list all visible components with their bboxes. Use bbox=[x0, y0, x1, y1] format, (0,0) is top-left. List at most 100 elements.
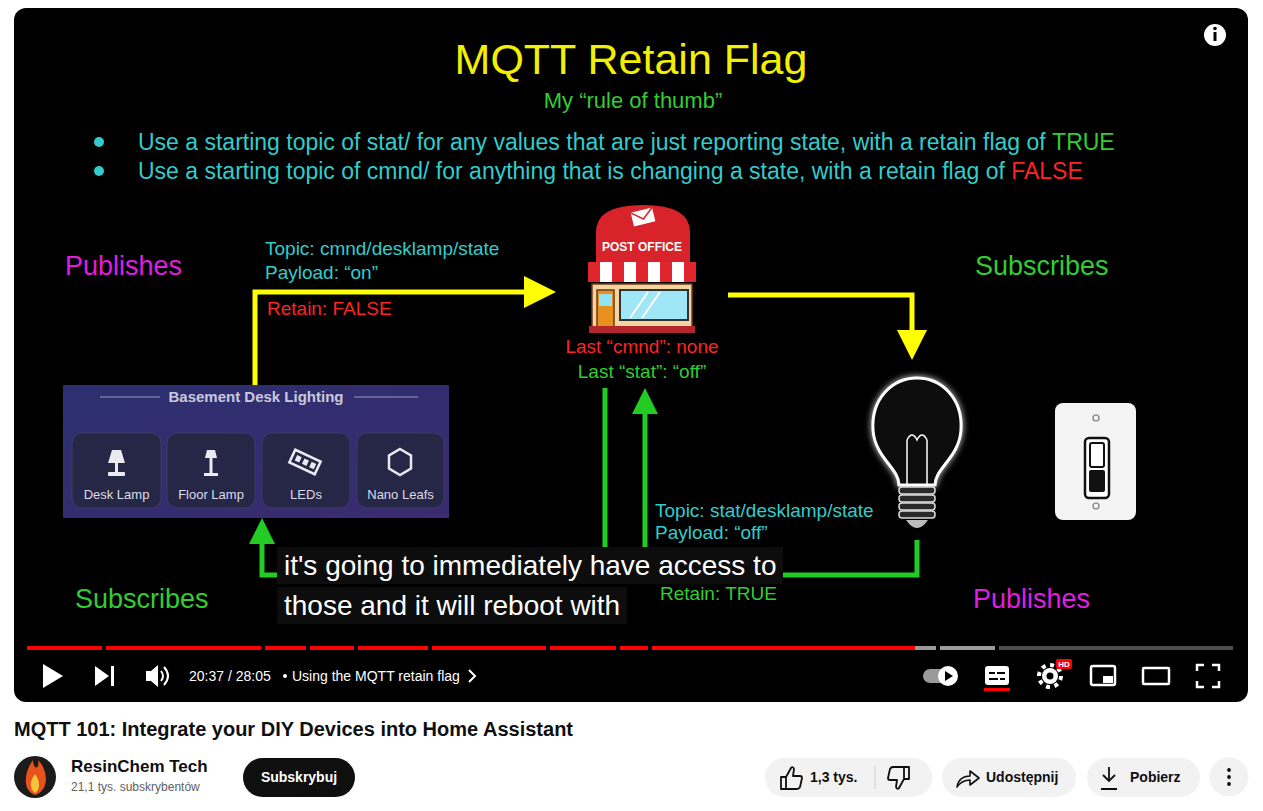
desk-lamp-icon bbox=[108, 472, 125, 476]
more-button bbox=[1210, 758, 1249, 797]
led-strip-icon bbox=[289, 450, 320, 475]
role-label: Publishes bbox=[973, 584, 1090, 615]
download-icon bbox=[1101, 767, 1117, 789]
button-background bbox=[357, 433, 444, 508]
button-label: Floor Lamp bbox=[178, 488, 244, 503]
info-icon-stem bbox=[1214, 32, 1217, 41]
window-reflection bbox=[630, 292, 660, 318]
awning-stripe bbox=[636, 262, 648, 282]
channel-name: ResinChem Tech bbox=[71, 757, 208, 777]
thumb-down-icon bbox=[888, 767, 909, 789]
download-pill bbox=[1087, 758, 1200, 797]
bullet-text: Use a starting topic of stat/ for any va… bbox=[138, 129, 1046, 155]
light-button: LEDs bbox=[262, 433, 350, 508]
dashboard-panel: Basement Desk LightingDesk LampFloor Lam… bbox=[63, 385, 449, 518]
progress-played bbox=[358, 646, 428, 650]
button-label: LEDs bbox=[290, 488, 322, 503]
bulb-thread bbox=[899, 503, 935, 510]
hd-badge-background bbox=[1056, 659, 1072, 669]
progress-remaining bbox=[999, 646, 1233, 650]
subscriber-count: 21,1 tys. subskrybentów bbox=[71, 781, 200, 795]
building-wall bbox=[592, 284, 692, 328]
avatar-flame bbox=[31, 774, 39, 793]
door-glass bbox=[599, 294, 612, 306]
bullet-dot bbox=[94, 137, 104, 147]
role-label: Publishes bbox=[65, 251, 182, 282]
more-dot bbox=[1227, 768, 1231, 772]
envelope-icon bbox=[631, 208, 656, 227]
autoplay-knob bbox=[938, 666, 958, 686]
last-cmnd-label: Last “cmnd”: none bbox=[565, 336, 718, 358]
theater-icon bbox=[1143, 668, 1169, 684]
retain-label: Retain: FALSE bbox=[267, 298, 392, 320]
arrow-head bbox=[249, 518, 275, 544]
awning-stripe bbox=[684, 262, 696, 282]
time-display: 20:37 / 28:05 bbox=[189, 668, 271, 684]
arrow-shaft bbox=[255, 292, 526, 385]
payload-label: Payload: “off” bbox=[655, 522, 768, 544]
info-icon bbox=[1204, 24, 1226, 46]
progress-played bbox=[310, 646, 354, 650]
autoplay-play bbox=[945, 671, 953, 681]
settings-gear bbox=[1042, 668, 1058, 684]
heading-rule bbox=[100, 397, 160, 398]
topic-label: Topic: cmnd/desklamp/state bbox=[265, 238, 499, 260]
settings-gear-hole bbox=[1047, 673, 1054, 680]
switch-toggle bbox=[1085, 438, 1109, 498]
next-icon bbox=[111, 666, 114, 686]
more-dot bbox=[1227, 782, 1231, 786]
panel-background bbox=[63, 385, 449, 518]
subtitles-lines bbox=[989, 673, 1005, 679]
desk-lamp-icon bbox=[115, 463, 118, 473]
topic-label: Topic: stat/desklamp/state bbox=[655, 500, 874, 522]
more-dot bbox=[1227, 775, 1231, 779]
volume-icon bbox=[146, 665, 158, 687]
volume-waves bbox=[161, 667, 168, 685]
message-arrow bbox=[255, 276, 556, 385]
progress-played bbox=[620, 646, 648, 650]
bulb-filament bbox=[907, 435, 927, 485]
floor-lamp-icon bbox=[204, 473, 218, 476]
next-icon bbox=[95, 666, 109, 686]
chapter-title: Using the MQTT retain flag bbox=[292, 668, 460, 684]
floor-lamp-icon bbox=[205, 450, 217, 458]
role-label: Subscribes bbox=[975, 251, 1109, 282]
play-icon bbox=[43, 664, 63, 688]
sign-text: POST OFFICE bbox=[602, 241, 682, 255]
thumb-up-icon bbox=[781, 767, 802, 789]
video-title: MQTT 101: Integrate your DIY Devices int… bbox=[14, 718, 573, 741]
like-divider bbox=[875, 766, 876, 789]
subtitle-caption: it's going to immediately have access to… bbox=[277, 547, 783, 624]
retain-value: TRUE bbox=[1052, 129, 1115, 155]
led-strip-icon bbox=[302, 458, 309, 466]
like-pill bbox=[765, 758, 932, 797]
building-base bbox=[589, 326, 695, 333]
bulb-tip bbox=[906, 520, 928, 528]
switch-lever bbox=[1090, 443, 1104, 467]
bullet-text: Use a starting topic of cmnd/ for anythi… bbox=[138, 158, 1005, 184]
led-strip-icon bbox=[309, 462, 316, 470]
button-background bbox=[72, 433, 161, 508]
role-label: Subscribes bbox=[75, 584, 209, 615]
retain-value: FALSE bbox=[1011, 158, 1083, 184]
bulb-thread bbox=[899, 511, 935, 518]
arrow-head bbox=[632, 388, 658, 414]
retain-label: Retain: TRUE bbox=[660, 583, 777, 605]
light-bulb-drawing bbox=[873, 378, 961, 485]
miniplayer-icon bbox=[1091, 666, 1115, 685]
avatar-flame bbox=[26, 760, 46, 795]
progress-played bbox=[106, 646, 261, 650]
led-strip-icon bbox=[295, 455, 302, 463]
progress-played bbox=[652, 646, 915, 650]
fullscreen-icon bbox=[1197, 665, 1219, 687]
miniplayer-icon bbox=[1103, 676, 1113, 683]
shop-window bbox=[620, 290, 688, 320]
switch-screw bbox=[1093, 415, 1099, 421]
awning-stripe bbox=[660, 262, 672, 282]
envelope-flap bbox=[631, 208, 655, 222]
switch-lever-shadow bbox=[1089, 470, 1105, 492]
arrow-head bbox=[524, 276, 556, 308]
subscribe-pill bbox=[243, 758, 355, 797]
caption-box: it's going to immediately have access to… bbox=[277, 548, 817, 628]
post-office-sign bbox=[596, 205, 690, 262]
